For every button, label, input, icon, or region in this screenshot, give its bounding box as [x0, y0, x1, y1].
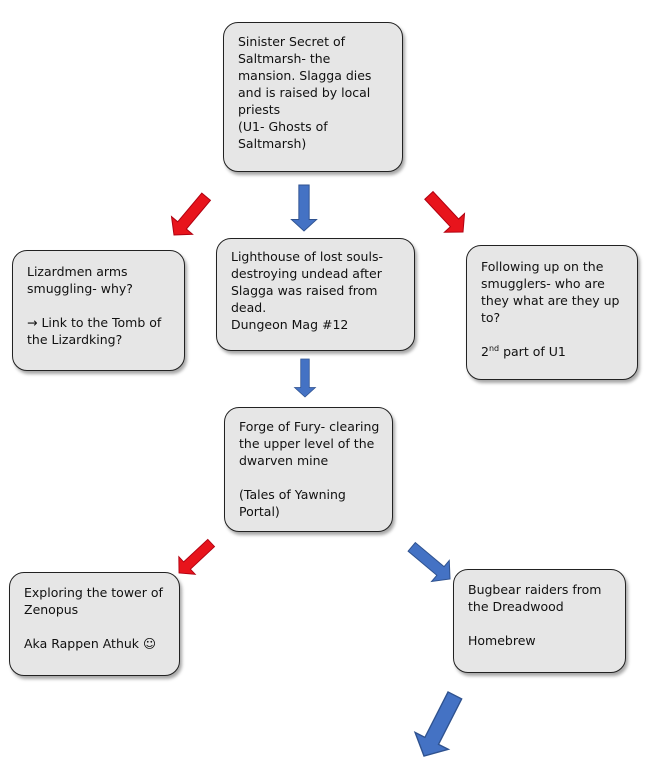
node-text-line: smuggling- why? — [27, 281, 133, 296]
node-text-line: Sinister Secret of — [238, 34, 345, 49]
node-text-line: dead. — [231, 300, 267, 315]
node-text-line: destroying undead after — [231, 266, 382, 281]
node-text-line: the Dreadwood — [468, 599, 564, 614]
node-forge: Forge of Fury- clearing the upper level o… — [224, 407, 393, 532]
node-text-line: dwarven mine — [239, 453, 329, 468]
node-text-line: Slagga was raised from — [231, 283, 378, 298]
node-text-line: they what are they up — [481, 293, 620, 308]
ordinal-number: 2 — [481, 344, 489, 359]
node-text-line: and is raised by local — [238, 85, 371, 100]
node-text-line: mansion. Slagga dies — [238, 68, 372, 83]
node-text-line: the upper level of the — [239, 436, 375, 451]
node-text-line: → Link to the Tomb of — [27, 315, 162, 330]
node-smugglers: Following up on the smugglers- who are the… — [466, 245, 638, 380]
arrow-saltmarsh-to-smugglers — [418, 185, 474, 243]
node-text-line — [24, 618, 165, 635]
node-text-line: to? — [481, 310, 501, 325]
node-text-line: Saltmarsh- the — [238, 51, 331, 66]
node-text-line: (Tales of Yawning — [239, 487, 346, 502]
ordinal-text: part of U1 — [499, 344, 566, 359]
node-text-line: Saltmarsh) — [238, 136, 307, 151]
arrow-saltmarsh-to-lighthouse — [290, 184, 318, 232]
node-text-line: Exploring the tower of — [24, 585, 163, 600]
node-text-line: (U1- Ghosts of — [238, 119, 328, 134]
node-text-line: Forge of Fury- clearing — [239, 419, 380, 434]
node-text-line: the Lizardking? — [27, 332, 123, 347]
node-text-line: Zenopus — [24, 602, 79, 617]
node-text-line: Aka Rappen Athuk ☺ — [24, 636, 157, 651]
arrow-saltmarsh-to-lizardmen — [162, 187, 218, 245]
node-text-line: smugglers- who are — [481, 276, 605, 291]
node-text-line — [27, 297, 170, 314]
node-text-line: Bugbear raiders from — [468, 582, 602, 597]
arrow-forge-to-zenopus — [170, 533, 220, 583]
node-text-line: Homebrew — [468, 633, 536, 648]
node-text-line — [239, 469, 378, 486]
arrow-bugbear-downward — [406, 686, 473, 757]
node-lizardmen: Lizardmen arms smuggling- why? → Link to t… — [12, 250, 185, 371]
node-text-line — [468, 615, 611, 632]
node-text-line: Following up on the — [481, 259, 604, 274]
node-lighthouse: Lighthouse of lost souls-destroying unde… — [216, 238, 415, 351]
node-text-line: Lizardmen arms — [27, 264, 128, 279]
node-text-line — [481, 326, 623, 343]
node-text-line: Lighthouse of lost souls- — [231, 249, 383, 264]
node-text-line: Dungeon Mag #12 — [231, 317, 349, 332]
arrow-forge-to-bugbear — [402, 535, 460, 591]
node-text-line: Portal) — [239, 504, 280, 519]
node-text-line: 2nd part of U1 — [481, 343, 623, 360]
node-text-line: priests — [238, 102, 281, 117]
arrow-lighthouse-to-forge — [294, 358, 316, 398]
ordinal-suffix: nd — [488, 344, 500, 353]
node-saltmarsh: Sinister Secret of Saltmarsh- the mansion.… — [223, 22, 403, 172]
